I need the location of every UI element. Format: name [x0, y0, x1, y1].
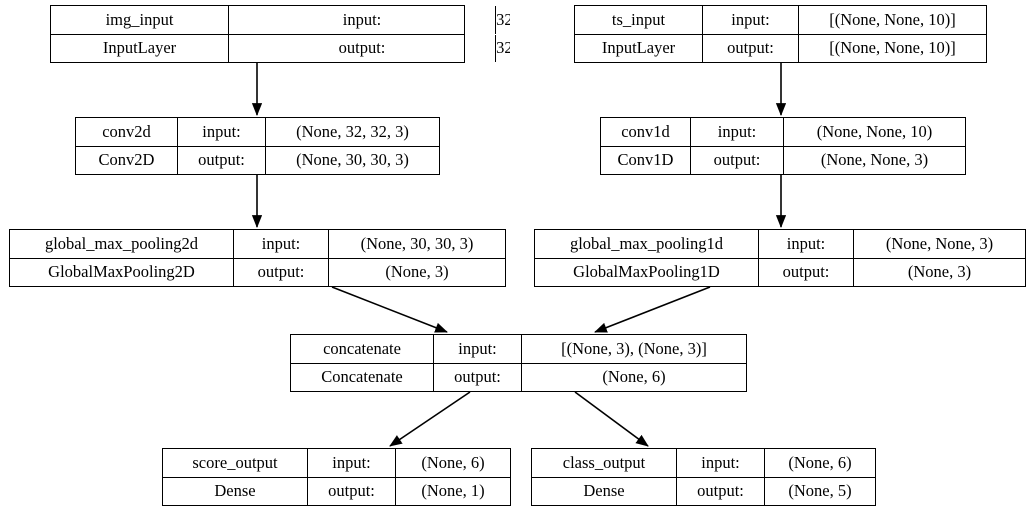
node-conv1d-output-label: output:: [691, 146, 784, 174]
node-class_output-output-shape: (None, 5): [788, 481, 852, 500]
node-score_output-layer-class: Dense: [163, 477, 308, 505]
node-conv2d-input-label: input:: [178, 118, 266, 146]
edge-concatenate-to-class_output: [574, 391, 649, 447]
node-global_max_pooling2d-input-label: input:: [234, 230, 329, 258]
node-img_input-layer-name: img_input: [51, 6, 229, 34]
node-class_output-input-shape: (None, 6): [788, 452, 852, 472]
node-concatenate-input-label: input:: [434, 335, 522, 363]
node-ts_input-output-label: output:: [703, 34, 799, 62]
node-concatenate-output-shape: (None, 6): [602, 367, 666, 386]
node-global_max_pooling1d-input-shape: (None, None, 3): [885, 233, 994, 253]
node-score_output-layer-name: score_output: [163, 449, 308, 477]
node-global_max_pooling1d-layer-class: GlobalMaxPooling1D: [535, 258, 759, 286]
node-score_output-output-shape: (None, 1): [421, 481, 485, 500]
node-global_max_pooling2d-output-label: output:: [234, 258, 329, 286]
node-score_output-input-label: input:: [308, 449, 396, 477]
node-conv1d-layer-class: Conv1D: [601, 146, 691, 174]
node-global_max_pooling2d-input-shape: (None, 30, 30, 3): [360, 233, 474, 253]
node-conv1d-output-shape: (None, None, 3): [820, 150, 929, 169]
node-img_input-output-shape: [(None, 32, 32, 3)]: [496, 38, 510, 57]
node-concatenate-output-label: output:: [434, 363, 522, 391]
node-class_output-layer-name: class_output: [532, 449, 677, 477]
node-img_input-layer-class: InputLayer: [51, 34, 229, 62]
node-img_input-output-label: output:: [229, 34, 496, 62]
node-global_max_pooling1d-output-label: output:: [759, 258, 854, 286]
node-global_max_pooling2d-output-shape: (None, 3): [385, 262, 449, 281]
edge-global_max_pooling2d-to-concatenate: [331, 286, 448, 333]
node-score_output-input-shape: (None, 6): [421, 452, 485, 472]
node-conv2d-output-label: output:: [178, 146, 266, 174]
node-ts_input-input-label: input:: [703, 6, 799, 34]
node-conv2d-input-shape: (None, 32, 32, 3): [296, 121, 409, 141]
node-conv2d-output-shape: (None, 30, 30, 3): [296, 150, 409, 169]
node-global_max_pooling1d-layer-name: global_max_pooling1d: [535, 230, 759, 258]
node-concatenate-layer-class: Concatenate: [291, 363, 434, 391]
node-img_input-input-shape: [(None, 32, 32, 3)]: [496, 9, 510, 29]
node-img_input-input-label: input:: [229, 6, 496, 34]
edge-global_max_pooling1d-to-concatenate: [594, 286, 711, 333]
node-conv1d-input-shape: (None, None, 10): [816, 121, 933, 141]
node-global_max_pooling2d-layer-name: global_max_pooling2d: [10, 230, 234, 258]
node-conv2d-layer-class: Conv2D: [76, 146, 178, 174]
node-concatenate-input-shape: [(None, 3), (None, 3)]: [561, 338, 707, 358]
node-class_output-layer-class: Dense: [532, 477, 677, 505]
node-score_output-output-label: output:: [308, 477, 396, 505]
node-class_output-input-label: input:: [677, 449, 765, 477]
node-concatenate-layer-name: concatenate: [291, 335, 434, 363]
node-global_max_pooling1d-input-label: input:: [759, 230, 854, 258]
node-conv1d-layer-name: conv1d: [601, 118, 691, 146]
node-conv1d-input-label: input:: [691, 118, 784, 146]
node-ts_input-input-shape: [(None, None, 10)]: [829, 9, 956, 29]
node-conv2d-layer-name: conv2d: [76, 118, 178, 146]
node-global_max_pooling2d-layer-class: GlobalMaxPooling2D: [10, 258, 234, 286]
node-global_max_pooling1d-output-shape: (None, 3): [907, 262, 972, 281]
edge-concatenate-to-score_output: [389, 391, 471, 447]
node-ts_input-output-shape: [(None, None, 10)]: [829, 38, 956, 57]
node-ts_input-layer-name: ts_input: [575, 6, 703, 34]
node-class_output-output-label: output:: [677, 477, 765, 505]
node-ts_input-layer-class: InputLayer: [575, 34, 703, 62]
